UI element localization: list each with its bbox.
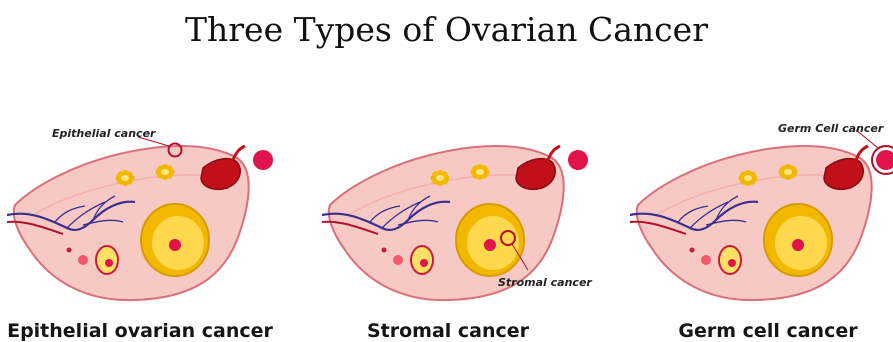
released-egg <box>253 150 273 170</box>
panel-germ-cell <box>628 110 893 310</box>
released-egg <box>568 150 588 170</box>
rupture-site <box>548 146 560 160</box>
panel-epithelial <box>5 110 295 310</box>
oocyte <box>169 239 181 251</box>
oocyte <box>484 239 496 251</box>
released-egg <box>876 150 893 170</box>
caption-stromal: Stromal cancer <box>298 320 598 342</box>
follicle-2 <box>156 164 175 180</box>
caption-germ-cell: Germ cell cancer <box>618 320 893 342</box>
primordial-follicle-2 <box>690 248 695 253</box>
primordial-follicle-1 <box>393 255 403 265</box>
primordial-follicle-1 <box>701 255 711 265</box>
primordial-follicle-2 <box>67 248 72 253</box>
small-oocyte <box>105 259 113 267</box>
follicle-2 <box>779 164 798 180</box>
follicle-1 <box>431 170 450 186</box>
oocyte <box>792 239 804 251</box>
callout-germ-cell-label: Germ Cell cancer <box>778 122 883 135</box>
callout-epithelial-label: Epithelial cancer <box>52 127 155 140</box>
rupture-site <box>856 146 868 160</box>
callout-stromal-label: Stromal cancer <box>498 276 592 289</box>
small-oocyte <box>728 259 736 267</box>
primordial-follicle-2 <box>382 248 387 253</box>
follicle-2 <box>471 164 490 180</box>
primordial-follicle-1 <box>78 255 88 265</box>
ovary-illustration-germ-cell <box>628 110 893 310</box>
caption-epithelial: Epithelial ovarian cancer <box>0 320 290 342</box>
small-oocyte <box>420 259 428 267</box>
rupture-site <box>233 146 245 160</box>
follicle-1 <box>739 170 758 186</box>
page-title: Three Types of Ovarian Cancer <box>0 10 893 49</box>
ovary-illustration-epithelial <box>5 110 295 310</box>
follicle-1 <box>116 170 135 186</box>
